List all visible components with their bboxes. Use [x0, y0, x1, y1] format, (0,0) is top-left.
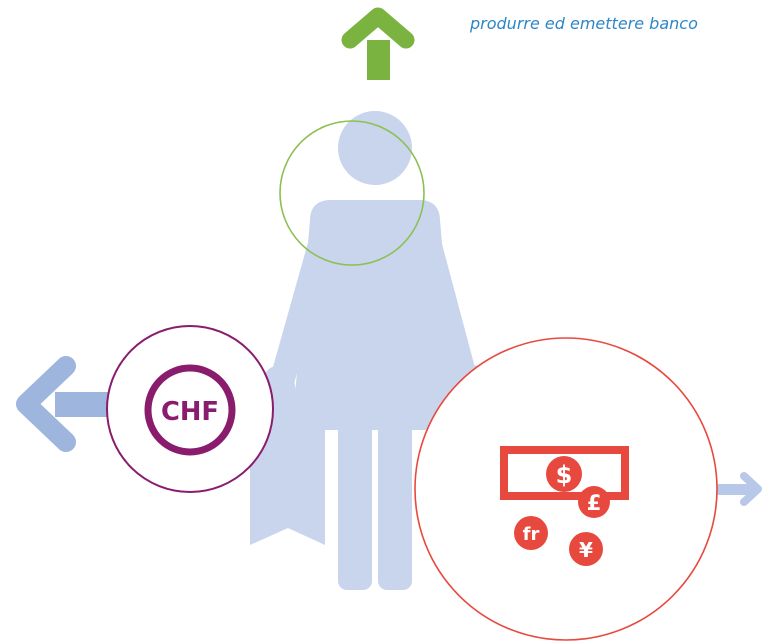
- banknote-icon: [500, 446, 629, 500]
- pound-coin-icon: £: [578, 486, 610, 518]
- chf-currency-icon: CHF: [144, 364, 236, 456]
- arrow-up-icon: [341, 7, 415, 80]
- caption-text: produrre ed emettere banco: [470, 14, 698, 33]
- dollar-coin-icon: $: [546, 456, 582, 492]
- yen-symbol: ¥: [579, 538, 593, 562]
- franc-symbol: fr: [523, 524, 540, 545]
- chf-label: CHF: [161, 397, 219, 427]
- head-highlight-circle: [279, 120, 425, 266]
- pound-symbol: £: [587, 491, 602, 515]
- franc-coin-icon: fr: [514, 516, 548, 550]
- woman-shopper-icon: [250, 111, 503, 590]
- arrow-left-icon: [16, 356, 120, 452]
- dollar-symbol: $: [556, 461, 573, 489]
- arrow-right-icon: [716, 472, 762, 506]
- yen-coin-icon: ¥: [569, 532, 603, 566]
